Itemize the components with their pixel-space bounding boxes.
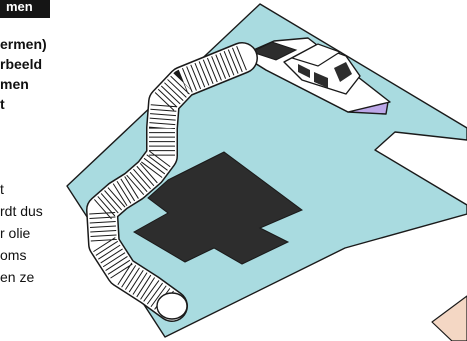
- body-text: t rdt dus r olie oms en ze: [0, 178, 70, 288]
- shore-corner: [432, 296, 467, 341]
- intro-line: t: [0, 94, 60, 114]
- body-line: rdt dus: [0, 200, 70, 222]
- body-line: t: [0, 178, 70, 200]
- intro-line: rbeeld: [0, 54, 60, 74]
- body-line: r olie: [0, 222, 70, 244]
- boom-end-cap: [157, 293, 187, 319]
- section-tag: men: [0, 0, 50, 18]
- intro-line: men: [0, 74, 60, 94]
- intro-bold-text: ermen) rbeeld men t: [0, 34, 60, 114]
- body-line: en ze: [0, 266, 70, 288]
- intro-line: ermen): [0, 34, 60, 54]
- body-line: oms: [0, 244, 70, 266]
